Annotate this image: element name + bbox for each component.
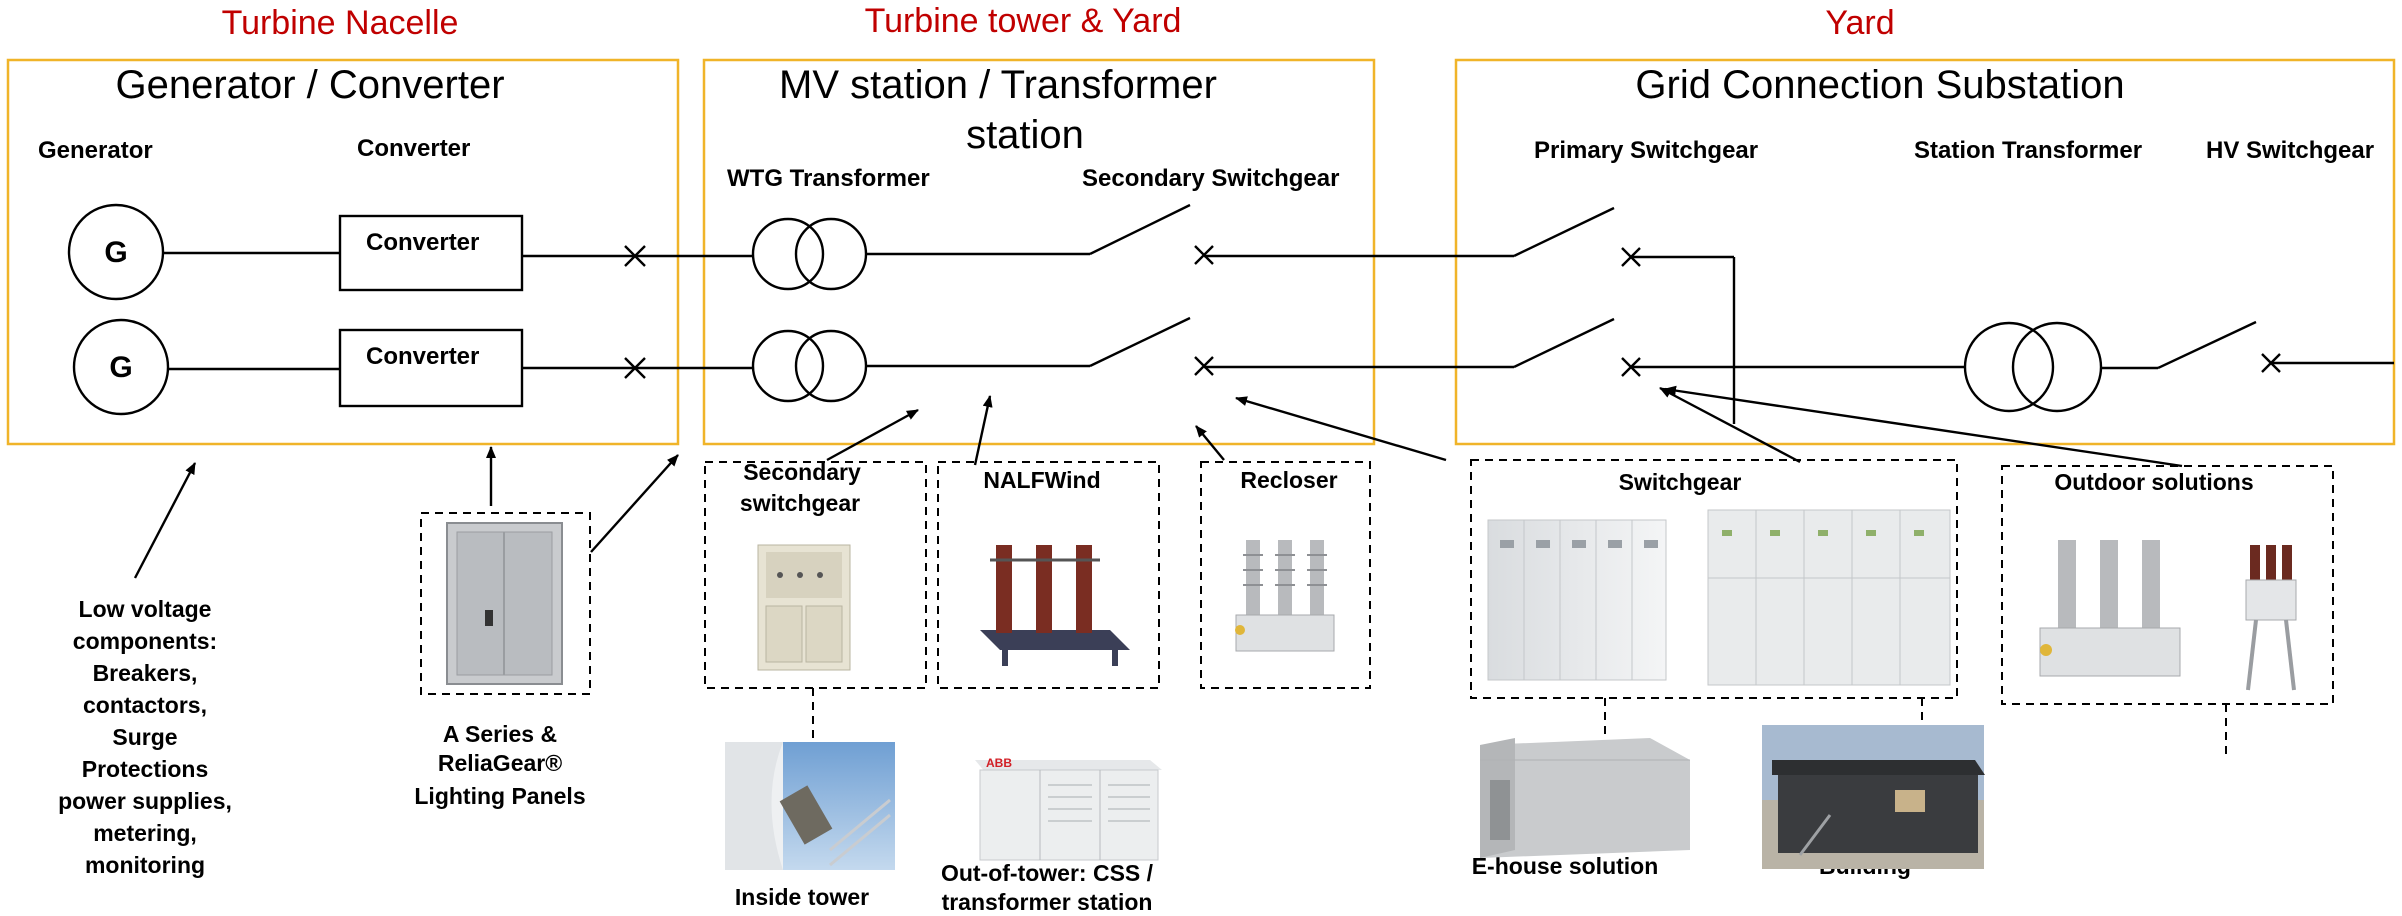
secondary-switchgear-image [757,544,851,671]
station-transformer-symbol-b [2011,321,2103,413]
out-of-tower-caption: Out-of-tower: CSS / transformer station [941,860,1154,915]
primary-switch-1 [1513,206,1615,258]
converter-box-1 [338,214,524,292]
lighting-panel-image [446,522,563,685]
switchgear-caption: Switchgear [1619,469,1742,495]
converter-box-2 [338,328,524,408]
secondary-switch-1 [1089,203,1191,256]
switchgear-product-box [1470,459,1958,699]
svg-text:ReliaGear®: ReliaGear® [438,750,562,776]
pointer-arrows [133,385,2183,579]
region-title-nacelle: Turbine Nacelle [222,4,459,42]
wtg-transformer-label: WTG Transformer [727,165,930,192]
generator-symbol-2-letter: G [109,351,132,384]
recloser-product-box [1200,461,1371,689]
inside-tower-caption: Inside tower [735,884,869,910]
primary-switch-2 [1513,317,1615,369]
converter-box-1-label: Converter [366,229,479,256]
svg-text:Out-of-tower: CSS /: Out-of-tower: CSS / [941,860,1154,886]
outdoor-switch-image [2245,545,2297,691]
hv-switch [2157,320,2257,370]
svg-text:switchgear: switchgear [740,490,860,516]
primary-switchgear-label: Primary Switchgear [1534,137,1758,164]
out-of-tower-station-image: ABB [975,756,1162,861]
region-title-tower-yard: Turbine tower & Yard [865,2,1182,40]
svg-text:Secondary: Secondary [743,459,861,485]
low-voltage-caption: Low voltage components: Breakers, contac… [58,596,232,878]
svg-text:Surge: Surge [112,724,177,750]
svg-text:Low voltage: Low voltage [79,596,212,622]
generator-label: Generator [38,137,153,164]
inside-tower-image [725,742,895,870]
grid-substation-title: Grid Connection Substation [1635,63,2124,107]
wtg-transformer-symbol-2a [751,329,825,403]
svg-text:monitoring: monitoring [85,852,205,878]
outdoor-solutions-product-box [2001,465,2334,705]
svg-text:A Series &: A Series & [443,721,557,747]
generator-symbol-1-letter: G [104,236,127,269]
region-title-yard: Yard [1825,4,1894,42]
svg-text:metering,: metering, [93,820,197,846]
breaker-symbol [624,245,646,267]
secondary-switch-2 [1089,316,1191,368]
mv-station-box [702,58,1376,446]
wtg-transformer-symbol-1b [794,217,868,291]
panels-product-box [420,512,591,695]
ehouse-caption: E-house solution [1472,853,1659,879]
single-line-row-2: G Converter [72,316,2394,416]
mv-station-title-line2: station [966,113,1084,157]
nalfwind-image [980,545,1130,666]
outdoor-recloser-image [2039,540,2181,677]
generator-symbol-2 [72,318,170,416]
generator-converter-box [6,58,680,446]
single-line-row-1: G Converter [67,203,1736,424]
generator-converter-title: Generator / Converter [115,63,504,107]
building-image [1762,725,1985,869]
switchgear-image-left [1487,519,1667,681]
svg-text:contactors,: contactors, [83,692,207,718]
svg-text:Breakers,: Breakers, [93,660,198,686]
wtg-transformer-symbol-2b [794,329,868,403]
outdoor-solutions-caption: Outdoor solutions [2054,469,2253,495]
secondary-switchgear-label: Secondary Switchgear [1082,165,1339,192]
svg-text:transformer station: transformer station [942,889,1153,915]
converter-box-2-label: Converter [366,343,479,370]
mv-station-title-line1: MV station / Transformer [779,63,1217,107]
abb-logo: ABB [986,756,1012,770]
station-transformer-symbol-a [1963,321,2055,413]
converter-label: Converter [357,135,470,162]
switchgear-image-right [1707,509,1951,686]
svg-text:Lighting Panels: Lighting Panels [414,783,585,809]
secondary-switchgear-caption: Secondary switchgear [740,459,861,516]
nalfwind-caption: NALFWind [983,467,1100,493]
recloser-caption: Recloser [1240,467,1337,493]
svg-text:components:: components: [73,628,217,654]
station-transformer-label: Station Transformer [1914,137,2142,164]
recloser-image [1235,540,1335,652]
grid-substation-box [1454,58,2396,446]
hv-switchgear-label: HV Switchgear [2206,137,2374,164]
wtg-transformer-symbol-1a [751,217,825,291]
ehouse-image [1480,738,1690,858]
svg-text:power supplies,: power supplies, [58,788,232,814]
panels-caption: A Series & ReliaGear® Lighting Panels [414,721,585,809]
svg-text:Protections: Protections [82,756,209,782]
